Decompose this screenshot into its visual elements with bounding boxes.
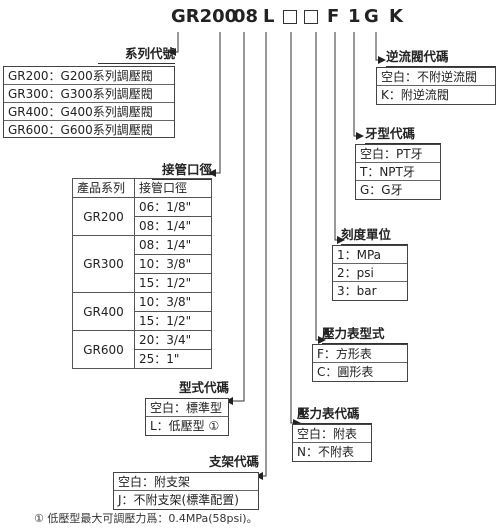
scale-unit-connector (334, 32, 345, 244)
table-header: 產品系列 (72, 178, 135, 198)
port-size-block: 接管口徑 產品系列 接管口徑 GR200 06：1/8" 08：1/4" GR3… (72, 160, 212, 369)
size-cell: 10：3/8" (134, 292, 212, 312)
gauge-block: 壓力表代碼 空白：附表 N：不附表 (292, 406, 372, 462)
code-thread: G (364, 6, 379, 27)
series-block: 系列代號 GR200：G200系列調壓閥 GR300：G300系列調壓閥 GR4… (3, 44, 175, 138)
list-item: T：NPT牙 (356, 163, 440, 181)
table-header: 接管口徑 (134, 178, 212, 198)
series-title: 系列代號 (124, 46, 175, 61)
footnote: ① 低壓型最大可調壓力爲：0.4MPa(58psi)。 (34, 512, 258, 525)
check-valve-block: 逆流閥代碼 空白：不附逆流閥 K：附逆流閥 (376, 49, 496, 105)
port-size-connector (208, 32, 221, 177)
list-item: GR600：G600系列調壓閥 (8, 123, 153, 137)
style-title: 型式代碼 (178, 380, 229, 395)
list-item: 空白：附支架 (114, 473, 258, 491)
code-gauge-box (304, 10, 318, 24)
style-block: 型式代碼 空白：標準型 L：低壓型 ① (145, 380, 229, 436)
list-item: 1：MPa (333, 246, 407, 264)
bracket-connector (255, 32, 267, 480)
size-cell: 08：1/4" (134, 235, 212, 255)
list-item: J：不附支架(標準配置) (118, 493, 239, 507)
code-check: K (389, 6, 403, 27)
size-cell: 15：1/2" (134, 273, 212, 293)
series-cell: GR600 (72, 330, 135, 369)
list-item: 3：bar (337, 284, 377, 298)
code-bracket-box (283, 10, 297, 24)
list-item: GR400：G400系列調壓閥 (4, 103, 174, 121)
code-gauge-unit: F (327, 6, 340, 27)
gauge-list: 空白：附表 N：不附表 (292, 424, 372, 462)
gauge-connector (290, 32, 301, 427)
list-item: K：附逆流閥 (381, 88, 449, 102)
scale-unit-title: 刻度單位 (341, 227, 392, 242)
size-cell: 06：1/8" (134, 197, 212, 217)
bracket-list: 空白：附支架 J：不附支架(標準配置) (113, 472, 259, 510)
port-size-title: 接管口徑 (161, 162, 212, 177)
list-item: 空白：標準型 (146, 399, 228, 417)
port-size-table: 產品系列 接管口徑 GR200 06：1/8" 08：1/4" GR300 08… (72, 178, 212, 369)
gauge-type-list: F：方形表 C：圓形表 (312, 344, 408, 382)
list-item: GR200：G200系列調壓閥 (4, 67, 174, 85)
series-list: GR200：G200系列調壓閥 GR300：G300系列調壓閥 GR400：G4… (3, 66, 175, 138)
model-code: GR200 08 L F 1 G K (0, 6, 500, 28)
thread-title: 牙型代碼 (365, 126, 416, 141)
series-cell: GR300 (72, 235, 135, 293)
thread-list: 空白：PT牙 T：NPT牙 G：G牙 (355, 144, 441, 200)
size-cell: 08：1/4" (134, 216, 212, 236)
list-item: G：G牙 (360, 183, 403, 197)
list-item: L：低壓型 ① (150, 419, 220, 433)
size-cell: 10：3/8" (134, 254, 212, 274)
check-valve-title: 逆流閥代碼 (386, 49, 449, 64)
style-connector (225, 32, 245, 405)
size-cell: 25：1" (134, 349, 212, 369)
code-size: 08 (233, 6, 259, 27)
gauge-type-block: 壓力表型式 F：方形表 C：圓形表 (312, 326, 408, 382)
gauge-title: 壓力表代碼 (297, 406, 360, 421)
thread-connector (353, 32, 364, 140)
list-item: N：不附表 (297, 445, 354, 459)
size-cell: 15：1/2" (134, 311, 212, 331)
list-item: GR300：G300系列調壓閥 (4, 85, 174, 103)
scale-unit-block: 刻度單位 1：MPa 2：psi 3：bar (332, 227, 408, 301)
bracket-block: 支架代碼 空白：附支架 J：不附支架(標準配置) (113, 454, 259, 510)
size-cell: 20：3/4" (134, 330, 212, 350)
gauge-type-title: 壓力表型式 (322, 326, 385, 341)
scale-unit-list: 1：MPa 2：psi 3：bar (332, 245, 408, 301)
list-item: F：方形表 (313, 345, 407, 363)
style-list: 空白：標準型 L：低壓型 ① (145, 398, 229, 436)
check-valve-list: 空白：不附逆流閥 K：附逆流閥 (376, 67, 496, 105)
code-style: L (263, 6, 275, 27)
thread-block: 牙型代碼 空白：PT牙 T：NPT牙 G：G牙 (355, 126, 441, 200)
code-series: GR200 (171, 6, 238, 27)
bracket-title: 支架代碼 (208, 454, 259, 469)
gauge-type-connector (315, 32, 326, 344)
check-valve-connector (375, 32, 386, 64)
list-item: 空白：PT牙 (356, 145, 440, 163)
series-connector (168, 32, 179, 56)
code-gauge: 1 (348, 6, 361, 27)
series-cell: GR400 (72, 292, 135, 331)
list-item: 2：psi (333, 264, 407, 282)
list-item: 空白：附表 (293, 425, 371, 443)
series-cell: GR200 (72, 197, 135, 236)
list-item: C：圓形表 (317, 365, 374, 379)
list-item: 空白：不附逆流閥 (377, 68, 495, 86)
